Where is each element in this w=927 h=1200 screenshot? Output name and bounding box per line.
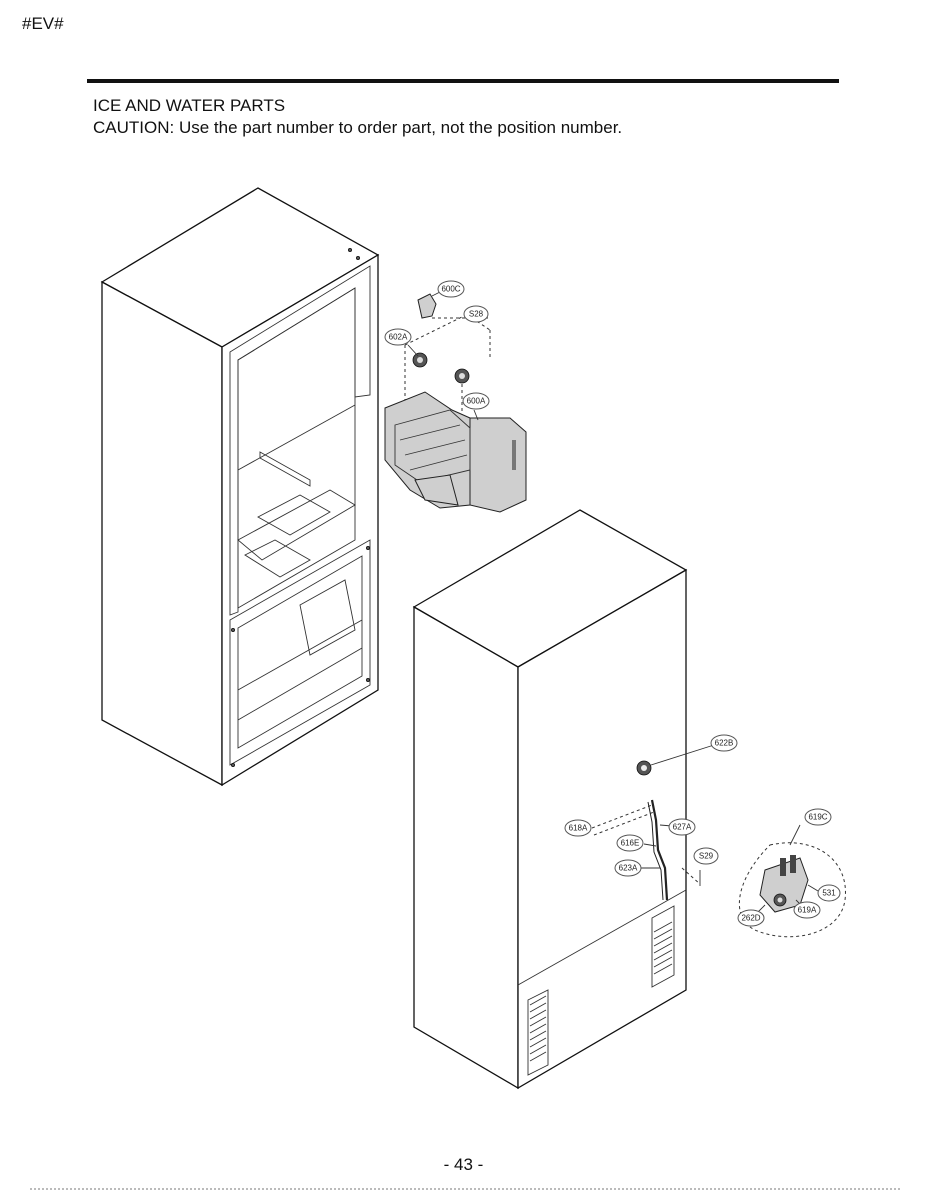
- cabinet-rear-view: [412, 509, 715, 1090]
- svg-text:600C: 600C: [441, 285, 460, 294]
- svg-text:S28: S28: [469, 310, 484, 319]
- icemaker-assembly: [384, 293, 527, 513]
- callout-619c: 619C: [804, 808, 832, 826]
- callout-602a: 602A: [384, 328, 419, 357]
- svg-text:627A: 627A: [673, 823, 692, 832]
- page-number: - 43 -: [443, 1155, 484, 1174]
- section-title: ICE AND WATER PARTS: [93, 96, 286, 115]
- caution-note: CAUTION: Use the part number to order pa…: [93, 118, 623, 137]
- page-code: #EV#: [22, 14, 64, 33]
- svg-text:623A: 623A: [619, 864, 638, 873]
- rear-vent-upper: [653, 921, 673, 975]
- callout-622b: 622B: [710, 734, 738, 752]
- callout-619a: 619A: [793, 901, 821, 919]
- svg-text:531: 531: [822, 889, 836, 898]
- cabinet-front-view: [100, 187, 380, 787]
- callout-627a: 627A: [668, 818, 696, 836]
- callout-600c: 600C: [431, 280, 465, 298]
- callout-623a: 623A: [614, 859, 642, 877]
- svg-text:600A: 600A: [467, 397, 486, 406]
- callout-262d: 262D: [737, 909, 765, 927]
- water-valve-detail: [739, 824, 846, 938]
- header-rule: [87, 79, 839, 83]
- svg-text:619A: 619A: [798, 906, 817, 915]
- svg-text:619C: 619C: [808, 813, 827, 822]
- callout-600a: 600A: [462, 392, 490, 421]
- callout-616e: 616E: [616, 834, 644, 852]
- svg-text:262D: 262D: [741, 914, 760, 923]
- svg-text:602A: 602A: [389, 333, 408, 342]
- callout-531: 531: [817, 884, 841, 902]
- callout-s29: S29: [693, 847, 719, 865]
- svg-text:622B: 622B: [715, 739, 734, 748]
- rear-vent-lower: [529, 995, 547, 1062]
- svg-text:S29: S29: [699, 852, 714, 861]
- callout-618a: 618A: [564, 819, 592, 837]
- svg-text:618A: 618A: [569, 824, 588, 833]
- svg-text:616E: 616E: [621, 839, 640, 848]
- callout-s28: S28: [463, 305, 489, 323]
- scan-edge: [30, 1188, 900, 1190]
